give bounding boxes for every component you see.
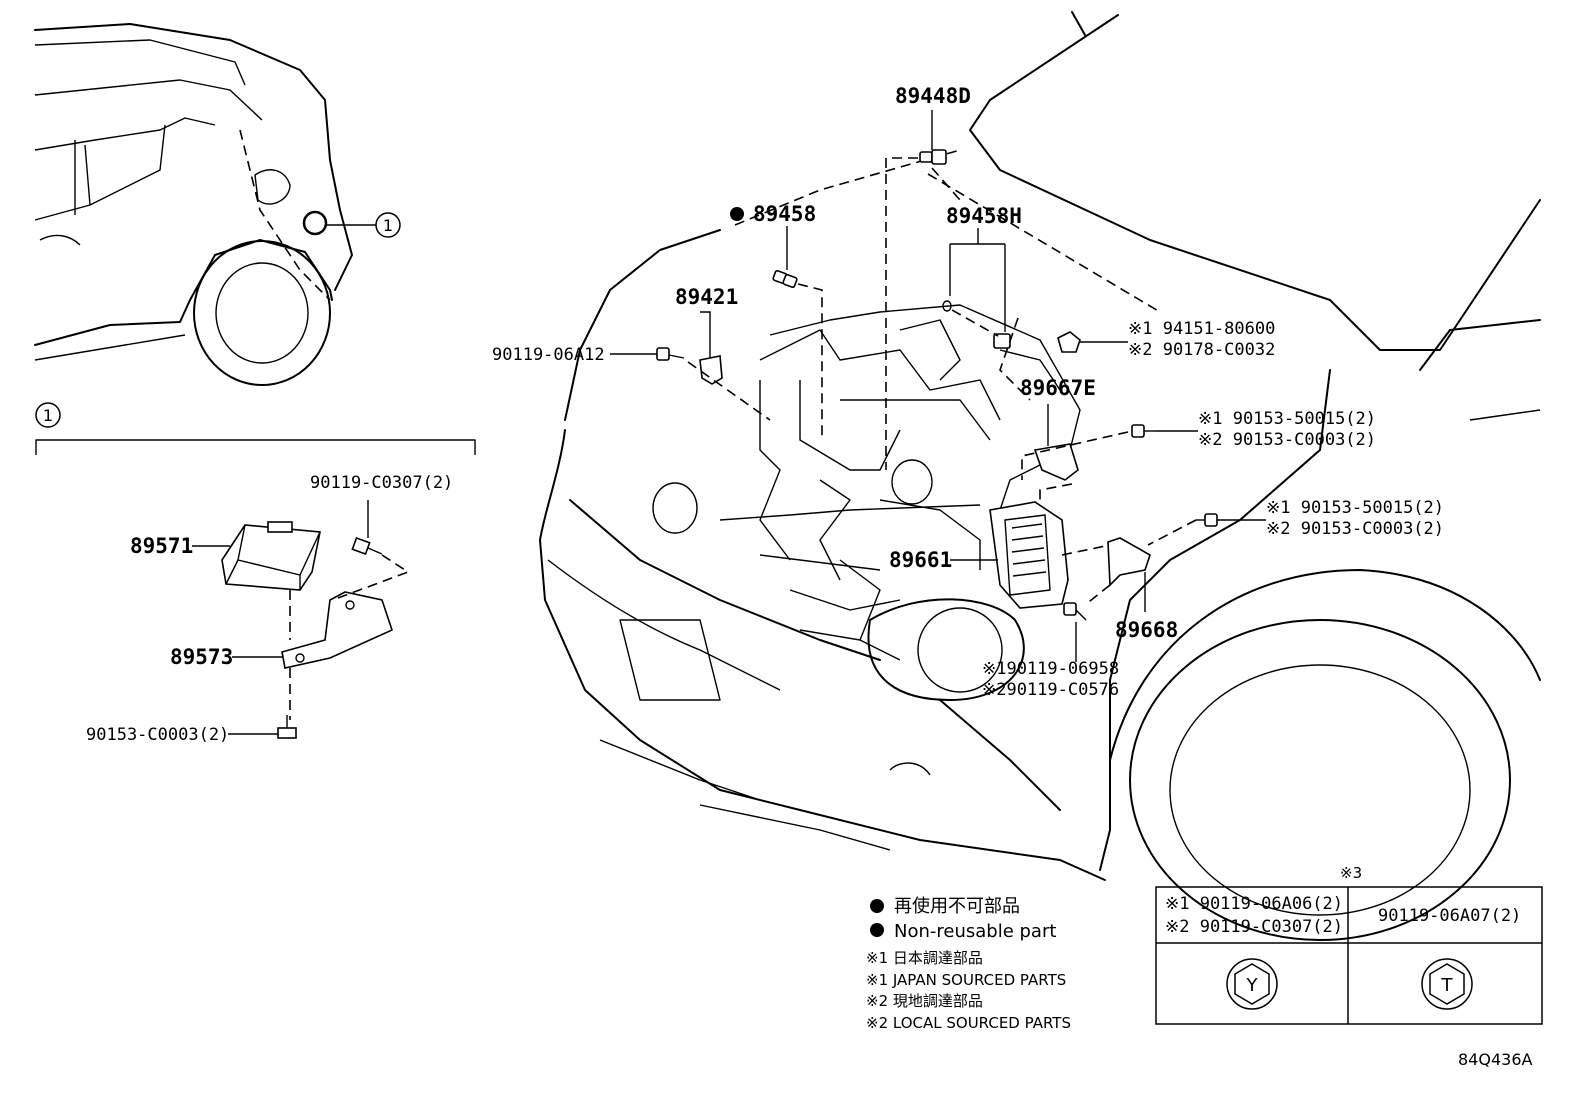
alt-label-bolt-lower-1: ※1 90153-50015(2) bbox=[1266, 498, 1444, 518]
legend-local-sourced-en: ※2 LOCAL SOURCED PARTS bbox=[866, 1014, 1071, 1032]
bracket-89667e: 89667E bbox=[1020, 376, 1096, 505]
legend-dot-en-icon bbox=[870, 923, 884, 937]
bolt-90119-c0307-drawing bbox=[351, 536, 383, 556]
bolt-90119-06958: ※190119-06958 ※290119-C0576 bbox=[982, 602, 1119, 700]
part-label-89661: 89661 bbox=[889, 548, 952, 572]
sensor-89458: 89458 bbox=[730, 202, 823, 440]
bolt-table-col2-line1: 90119-06A07(2) bbox=[1378, 906, 1521, 926]
part-label-89458: 89458 bbox=[753, 202, 816, 226]
vehicle-front-illustration bbox=[539, 11, 1541, 941]
bolt-head-y-mark: Y bbox=[1246, 975, 1259, 996]
sensor-89421: 89421 bbox=[675, 285, 738, 385]
bracket-89668: 89668 bbox=[1084, 537, 1178, 642]
bolt-table-col1-line2: ※2 90119-C0307(2) bbox=[1165, 917, 1343, 937]
part-label-89667e: 89667E bbox=[1020, 376, 1096, 400]
vehicle-rear-quarter-illustration: 1 bbox=[34, 23, 401, 386]
bolt-90153-50015-upper: ※1 90153-50015(2) ※2 90153-C0003(2) bbox=[1021, 409, 1376, 480]
legend-non-reusable-jp: 再使用不可部品 bbox=[894, 896, 1020, 917]
inset-callout-1: 1 89571 89573 90119-C0307(2) bbox=[35, 402, 476, 745]
alt-label-nut-1: ※1 94151-80600 bbox=[1128, 319, 1275, 339]
legend-japan-sourced-jp: ※1 日本調達部品 bbox=[866, 949, 983, 967]
alt-label-nut-2: ※2 90178-C0032 bbox=[1128, 340, 1275, 360]
legend: 再使用不可部品 Non-reusable part ※1 日本調達部品 ※1 J… bbox=[866, 896, 1071, 1032]
nut-94151-80600: ※1 94151-80600 ※2 90178-C0032 bbox=[927, 173, 1275, 401]
part-label-89573: 89573 bbox=[170, 645, 233, 669]
bolt-head-y-icon: Y bbox=[1226, 958, 1278, 1010]
control-module-89571-drawing bbox=[221, 521, 321, 591]
alt-label-bolt-upper-2: ※2 90153-C0003(2) bbox=[1198, 430, 1376, 450]
alt-label-bolt-ecu-1: ※190119-06958 bbox=[982, 659, 1119, 679]
bolt-table: ※3 ※1 90119-06A06(2) ※2 90119-C0307(2) 9… bbox=[1155, 864, 1543, 1025]
bolt-90119-06a12: 90119-06A12 bbox=[492, 345, 771, 421]
part-label-90119-06a12: 90119-06A12 bbox=[492, 345, 605, 365]
legend-local-sourced-jp: ※2 現地調達部品 bbox=[866, 992, 983, 1010]
callout-1-circle bbox=[375, 212, 401, 238]
bolt-90153-c0003-drawing bbox=[277, 715, 297, 739]
legend-japan-sourced-en: ※1 JAPAN SOURCED PARTS bbox=[866, 971, 1066, 989]
engine-ecu-89661: 89661 bbox=[889, 501, 1111, 609]
inset-callout-label: 1 bbox=[43, 406, 53, 425]
alt-label-bolt-lower-2: ※2 90153-C0003(2) bbox=[1266, 519, 1444, 539]
bracket-89573-drawing bbox=[281, 591, 393, 669]
part-label-89571: 89571 bbox=[130, 534, 193, 558]
callout-1-label: 1 bbox=[383, 216, 393, 235]
alt-label-bolt-ecu-2: ※290119-C0576 bbox=[982, 680, 1119, 700]
bolt-90153-50015-lower: ※1 90153-50015(2) ※2 90153-C0003(2) bbox=[1147, 498, 1444, 546]
inset-callout-circle bbox=[35, 402, 61, 428]
sensor-89448d: 89448D bbox=[885, 84, 971, 470]
bolt-table-title: ※3 bbox=[1340, 864, 1362, 882]
part-label-89448d: 89448D bbox=[895, 84, 971, 108]
non-reusable-dot-icon bbox=[730, 207, 744, 221]
part-label-90153-c0003: 90153-C0003(2) bbox=[86, 725, 229, 745]
legend-dot-jp-icon bbox=[870, 899, 884, 913]
part-label-89421: 89421 bbox=[675, 285, 738, 309]
alt-label-bolt-upper-1: ※1 90153-50015(2) bbox=[1198, 409, 1376, 429]
bolt-table-col1-line1: ※1 90119-06A06(2) bbox=[1165, 894, 1343, 914]
part-label-89668: 89668 bbox=[1115, 618, 1178, 642]
part-label-90119-c0307: 90119-C0307(2) bbox=[310, 473, 453, 493]
bolt-head-t-icon: T bbox=[1421, 958, 1473, 1010]
ecu-location-marker bbox=[302, 210, 328, 236]
bolt-head-t-mark: T bbox=[1441, 975, 1454, 996]
diagram-code: 84Q436A bbox=[1458, 1050, 1532, 1069]
legend-non-reusable-en: Non-reusable part bbox=[894, 921, 1056, 942]
